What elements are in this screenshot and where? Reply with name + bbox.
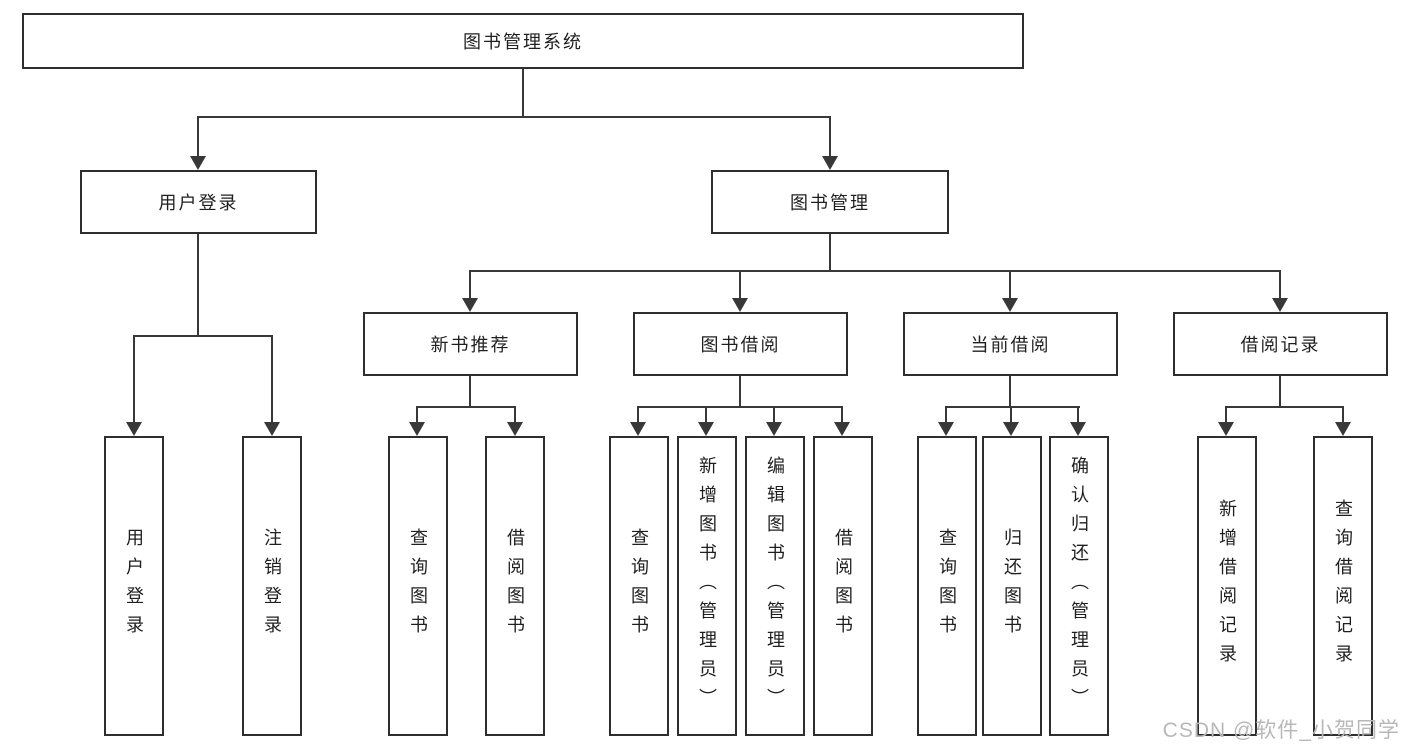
connector-to-leaf-confirm-return [1077,406,1079,422]
connector-to-leaf-add-book [705,406,707,422]
connector-current-stem [1009,376,1011,407]
leaf-logout: 注销登录 [242,436,302,736]
arrow-to-book-management [822,156,838,170]
connector-user-login-stem [197,234,199,336]
arrow-to-leaf-query-3 [938,422,954,436]
arrow-to-leaf-borrow-2 [834,422,850,436]
node-book-management: 图书管理 [711,170,949,234]
connector-user-login-bar [133,335,273,337]
leaf-borrow-books-recommend: 借阅图书 [485,436,545,736]
leaf-query-books-current: 查询图书 [917,436,977,736]
connector-to-leaf-query-record [1342,406,1344,422]
node-current-borrow: 当前借阅 [903,312,1118,376]
connector-to-leaf-return [1010,406,1012,422]
arrow-to-leaf-query-record [1335,422,1351,436]
connector-root-bar [197,116,831,118]
arrow-to-leaf-user-login [126,422,142,436]
csdn-watermark: CSDN @软件_小贺同学 [1162,719,1400,742]
leaf-query-books-recommend: 查询图书 [388,436,448,736]
connector-to-current-borrow [1009,270,1011,298]
connector-to-leaf-borrow-2 [841,406,843,422]
node-user-login: 用户登录 [80,170,317,234]
leaf-user-login: 用户登录 [104,436,164,736]
connector-record-stem [1279,376,1281,407]
node-book-borrow: 图书借阅 [633,312,848,376]
arrow-to-leaf-add-book [698,422,714,436]
connector-root-stem [522,69,524,117]
arrow-to-leaf-return [1003,422,1019,436]
connector-to-user-login [197,116,199,158]
connector-borrow-stem [739,376,741,407]
connector-to-book-management [829,116,831,158]
connector-to-leaf-query-2 [637,406,639,422]
leaf-return-book: 归还图书 [982,436,1042,736]
connector-to-new-book-recommend [469,270,471,298]
leaf-add-book-admin: 新增图书（管理员） [677,436,737,736]
leaf-add-borrow-record: 新增借阅记录 [1197,436,1257,736]
connector-to-leaf-user-login [133,335,135,422]
arrow-to-leaf-borrow-1 [507,422,523,436]
connector-book-mgmt-bar [469,270,1281,272]
arrow-to-leaf-logout [264,422,280,436]
connector-recommend-bar [417,406,516,408]
arrow-to-new-book-recommend [462,298,478,312]
connector-current-bar [945,406,1080,408]
arrow-to-leaf-confirm-return [1070,422,1086,436]
connector-to-leaf-query-3 [945,406,947,422]
connector-borrow-bar [637,406,843,408]
leaf-edit-book-admin: 编辑图书（管理员） [745,436,805,736]
arrow-to-leaf-query-1 [409,422,425,436]
node-root-library-system: 图书管理系统 [22,13,1024,69]
leaf-borrow-books: 借阅图书 [813,436,873,736]
connector-book-mgmt-stem [829,234,831,271]
connector-to-leaf-add-record [1225,406,1227,422]
arrow-to-leaf-add-record [1218,422,1234,436]
leaf-confirm-return-admin: 确认归还（管理员） [1049,436,1109,736]
leaf-query-books-borrow: 查询图书 [609,436,669,736]
arrow-to-current-borrow [1002,298,1018,312]
connector-to-borrow-record [1279,270,1281,298]
arrow-to-book-borrow [732,298,748,312]
arrow-to-leaf-query-2 [630,422,646,436]
connector-to-leaf-logout [271,335,273,422]
node-borrow-record: 借阅记录 [1173,312,1388,376]
connector-to-leaf-edit-book [773,406,775,422]
arrow-to-borrow-record [1272,298,1288,312]
arrow-to-user-login [190,156,206,170]
node-new-book-recommend: 新书推荐 [363,312,578,376]
leaf-query-borrow-record: 查询借阅记录 [1313,436,1373,736]
arrow-to-leaf-edit-book [766,422,782,436]
connector-to-leaf-borrow-1 [514,406,516,422]
connector-to-leaf-query-1 [416,406,418,422]
connector-recommend-stem [469,376,471,407]
connector-record-bar [1225,406,1344,408]
connector-to-book-borrow [739,270,741,298]
